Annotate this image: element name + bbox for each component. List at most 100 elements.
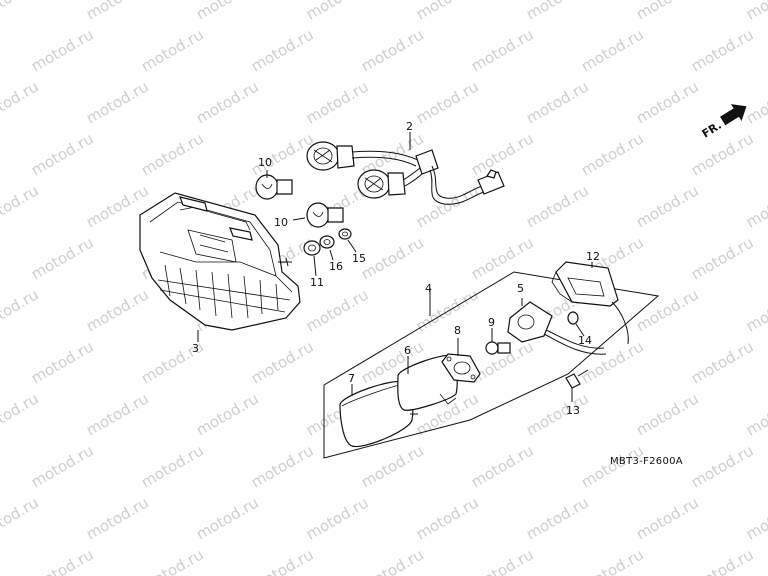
watermark-text: motod.ru	[0, 389, 42, 439]
tail-lamp-assembly	[139, 192, 301, 342]
watermark-text: motod.ru	[413, 285, 482, 335]
watermark-text: motod.ru	[28, 25, 97, 75]
gasket-8	[441, 353, 481, 383]
watermark-text: motod.ru	[413, 77, 482, 127]
watermark-text: motod.ru	[468, 545, 537, 576]
callout-10-lower: 10	[274, 216, 288, 229]
callout-5: 5	[517, 282, 524, 295]
callout-14: 14	[578, 334, 592, 347]
callout-11: 11	[310, 276, 324, 289]
watermark-text: motod.ru	[358, 233, 427, 283]
callout-4: 4	[425, 282, 432, 295]
watermark-text: motod.ru	[28, 441, 97, 491]
nut-washers	[303, 228, 357, 277]
socket-5	[507, 301, 607, 355]
watermark-text: motod.ru	[413, 0, 482, 23]
watermark-text: motod.ru	[633, 0, 702, 23]
watermark-text: motod.ru	[743, 389, 768, 439]
watermark-text: motod.ru	[633, 493, 702, 543]
watermark-text: motod.ru	[0, 493, 42, 543]
watermark-text: motod.ru	[523, 493, 592, 543]
watermark-text: motod.ru	[358, 441, 427, 491]
watermark-text: motod.ru	[28, 545, 97, 576]
watermark-text: motod.ru	[688, 337, 757, 387]
watermark-text: motod.ru	[193, 0, 262, 23]
bulb-9	[485, 341, 511, 355]
leader-lines	[351, 132, 593, 402]
watermark-text: motod.ru	[688, 233, 757, 283]
watermark-text: motod.ru	[138, 545, 207, 576]
watermark-text: motod.ru	[468, 233, 537, 283]
front-label: FR.	[700, 119, 724, 141]
watermark-text: motod.ru	[468, 129, 537, 179]
grommet-14	[567, 311, 585, 337]
callout-12: 12	[586, 250, 600, 263]
watermark-text: motod.ru	[633, 389, 702, 439]
watermark-text: motod.ru	[688, 545, 757, 576]
watermark-text: motod.ru	[743, 285, 768, 335]
watermark-text: motod.ru	[138, 25, 207, 75]
watermark-text: motod.ru	[688, 441, 757, 491]
watermark-text: motod.ru	[413, 493, 482, 543]
callout-7: 7	[348, 372, 355, 385]
watermark-text: motod.ru	[743, 493, 768, 543]
watermark-text: motod.ru	[303, 285, 372, 335]
watermark-text: motod.ru	[523, 389, 592, 439]
watermark-text: motod.ru	[0, 181, 42, 231]
watermark-text: motod.ru	[28, 233, 97, 283]
watermark-text: motod.ru	[83, 77, 152, 127]
watermark-text: motod.ru	[523, 77, 592, 127]
watermark-text: motod.ru	[358, 545, 427, 576]
watermark-text: motod.ru	[303, 77, 372, 127]
diagram-code: MBT3-F2600A	[610, 456, 683, 467]
watermark-text: motod.ru	[248, 25, 317, 75]
watermark-text: motod.ru	[743, 77, 768, 127]
watermark-text: motod.ru	[743, 0, 768, 23]
watermark-text: motod.ru	[0, 0, 42, 23]
watermark-text: motod.ru	[413, 181, 482, 231]
wire-harness	[306, 141, 505, 205]
watermark-text: motod.ru	[358, 25, 427, 75]
watermark-text: motod.ru	[303, 0, 372, 23]
watermark-text: motod.ru	[633, 77, 702, 127]
callout-13: 13	[566, 404, 580, 417]
watermark-text: motod.ru	[523, 0, 592, 23]
watermark-text: motod.ru	[83, 0, 152, 23]
callouts: 2 3 4 5 6 7 8 9 10 10 11 12 13 14 15 16	[192, 120, 600, 417]
watermark-text: motod.ru	[193, 493, 262, 543]
watermark-text: motod.ru	[83, 389, 152, 439]
watermark-text: motod.ru	[468, 441, 537, 491]
callout-16: 16	[329, 260, 343, 273]
watermark-text: motod.ru	[28, 129, 97, 179]
callout-6: 6	[404, 344, 411, 357]
watermark-text: motod.ru	[248, 129, 317, 179]
watermark-text: motod.ru	[633, 285, 702, 335]
watermark-text: motod.ru	[578, 545, 647, 576]
callout-8: 8	[454, 324, 461, 337]
watermark-text: motod.ru	[523, 181, 592, 231]
callout-2: 2	[406, 120, 413, 133]
license-light-group-outline	[323, 271, 660, 459]
watermark-text: motod.ru	[303, 493, 372, 543]
watermark-text: motod.ru	[633, 181, 702, 231]
watermark-text: motod.ru	[688, 25, 757, 75]
watermark-text: motod.ru	[688, 129, 757, 179]
callout-9: 9	[488, 316, 495, 329]
watermark-text: motod.ru	[83, 285, 152, 335]
watermark-text: motod.ru	[468, 25, 537, 75]
bracket-12	[551, 261, 629, 345]
watermark-text: motod.ru	[193, 389, 262, 439]
callout-3: 3	[192, 342, 199, 355]
watermark-text: motod.ru	[138, 441, 207, 491]
callout-10-upper: 10	[258, 156, 272, 169]
bulb-lower	[292, 202, 344, 228]
front-arrow-icon	[720, 104, 747, 126]
watermark-text: motod.ru	[248, 545, 317, 576]
watermark-text: motod.ru	[138, 129, 207, 179]
watermark-text: motod.ru	[248, 337, 317, 387]
watermark-text: motod.ru	[83, 493, 152, 543]
bulb-upper	[255, 170, 293, 200]
watermark-text: motod.ru	[248, 441, 317, 491]
